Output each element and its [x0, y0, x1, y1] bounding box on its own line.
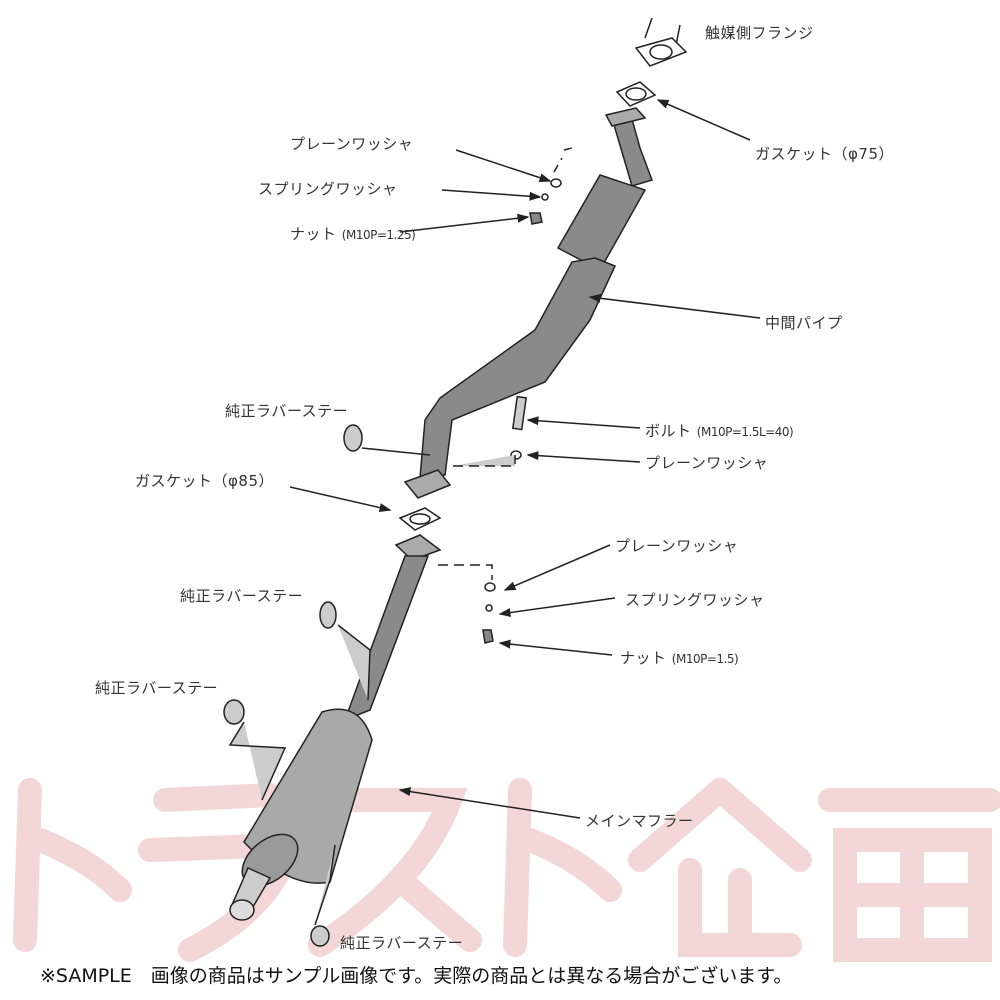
- label-rubber-stay-3: 純正ラバーステー: [95, 679, 219, 697]
- fasteners-1: [529, 147, 573, 225]
- leader-lines: [289, 99, 761, 819]
- label-nut-1: ナット (M10P=1.25): [290, 223, 416, 244]
- label-rubber-stay-4: 純正ラバーステー: [340, 934, 464, 952]
- nut-name: ナット: [620, 649, 667, 667]
- nut-spec: (M10P=1.5): [671, 652, 739, 666]
- label-plain-washer-2: プレーンワッシャ: [645, 454, 769, 472]
- bolt-name: ボルト: [645, 422, 692, 440]
- rubber-stays: [223, 424, 431, 947]
- catalyst-flange: [634, 17, 688, 67]
- label-bolt: ボルト (M10P=1.5L=40): [645, 420, 794, 441]
- label-center-pipe: 中間パイプ: [765, 314, 843, 332]
- label-rubber-stay-2: 純正ラバーステー: [180, 587, 304, 605]
- gasket-75: [615, 81, 657, 107]
- label-rubber-stay-1: 純正ラバーステー: [225, 402, 349, 420]
- label-gasket-85: ガスケット（φ85）: [135, 472, 274, 490]
- label-nut-3: ナット (M10P=1.5): [620, 647, 739, 668]
- sample-disclaimer: ※SAMPLE 画像の商品はサンプル画像です。実際の商品とは異なる場合がございま…: [40, 965, 793, 987]
- nut-name: ナット: [290, 225, 337, 243]
- label-spring-washer-3: スプリングワッシャ: [625, 591, 765, 609]
- label-gasket-75: ガスケット（φ75）: [755, 145, 894, 163]
- center-pipe: [343, 107, 653, 722]
- watermark-logo: [13, 778, 1000, 962]
- label-catalyst-flange: 触媒側フランジ: [705, 24, 814, 42]
- nut-spec: (M10P=1.25): [341, 228, 416, 242]
- label-plain-washer-3: プレーンワッシャ: [615, 537, 739, 555]
- label-plain-washer-1: プレーンワッシャ: [290, 135, 414, 153]
- bolt: [453, 395, 528, 467]
- bolt-spec: (M10P=1.5L=40): [696, 425, 794, 439]
- label-spring-washer-1: スプリングワッシャ: [258, 180, 398, 198]
- label-main-muffler: メインマフラー: [585, 812, 694, 830]
- fasteners-3: [438, 564, 496, 644]
- main-muffler: [229, 708, 373, 921]
